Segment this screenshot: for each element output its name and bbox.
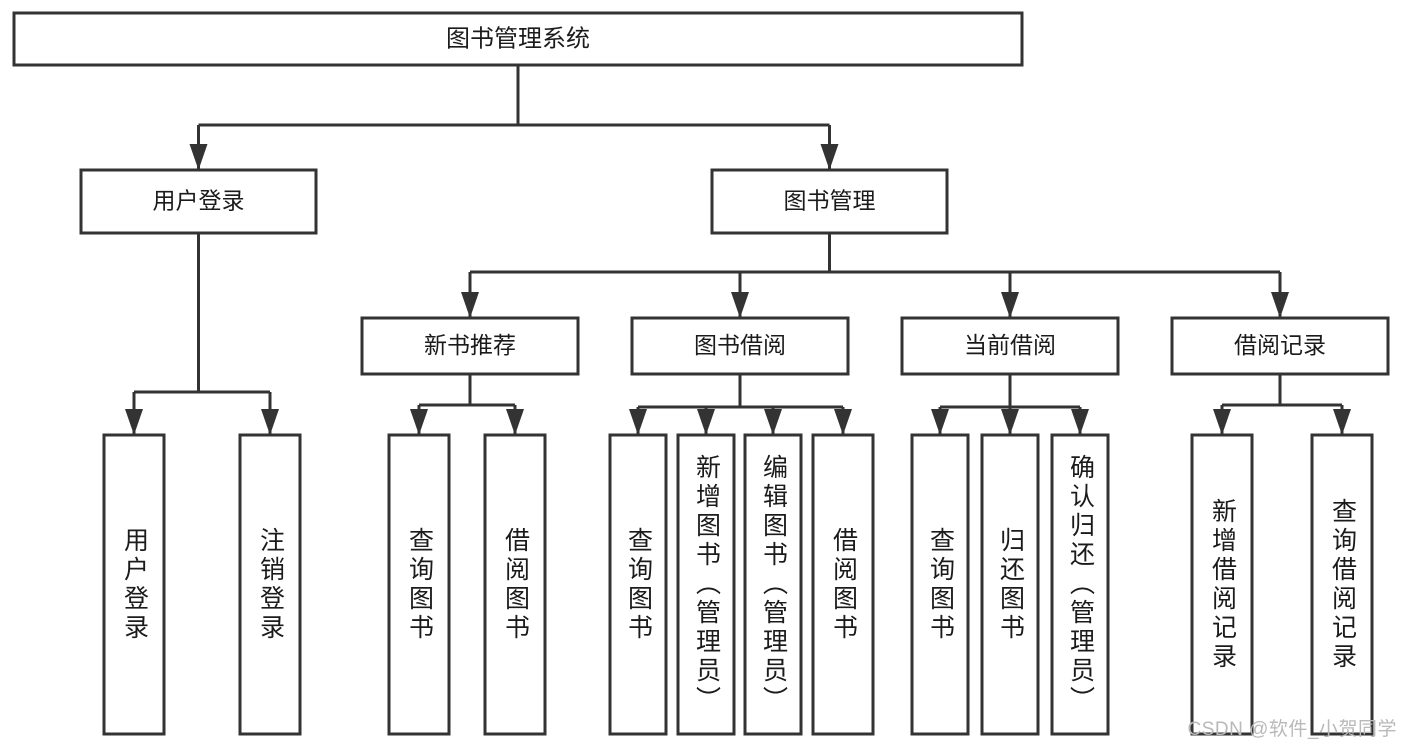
node-leaf-9[interactable] [980, 433, 1040, 736]
node-level3-label-0: 新书推荐 [424, 332, 516, 358]
root-arrowhead-1 [820, 144, 839, 170]
group-2-arrowhead-2 [764, 409, 782, 435]
group-1-arrowhead-0 [410, 409, 428, 435]
node-level3-2[interactable] [900, 316, 1120, 376]
node-leaf-6[interactable] [743, 433, 803, 736]
node-leaf-8[interactable] [910, 433, 970, 736]
node-leaf-5[interactable] [676, 433, 736, 736]
group-3-arrowhead-0 [931, 409, 949, 435]
node-leaf-0[interactable] [102, 433, 166, 736]
node-level3-label-2: 当前借阅 [964, 332, 1056, 358]
node-level2-label-1: 图书管理 [784, 188, 876, 214]
connector-layer [125, 65, 1351, 435]
node-level2-label-0: 用户登录 [153, 188, 245, 214]
csdn-watermark: CSDN @软件_小贺同学 [1187, 719, 1397, 740]
node-root[interactable] [12, 11, 1024, 67]
root-arrowhead-0 [189, 144, 208, 170]
node-level2-1[interactable] [710, 168, 949, 235]
node-leaf-11[interactable] [1190, 433, 1254, 736]
node-level2-0[interactable] [79, 168, 318, 235]
group-2-arrowhead-1 [697, 409, 715, 435]
book-mgmt-arrowhead-1 [731, 292, 749, 318]
node-level3-label-3: 借阅记录 [1234, 332, 1326, 358]
group-4-arrowhead-1 [1333, 409, 1351, 435]
node-leaf-4[interactable] [608, 433, 668, 736]
group-2-arrowhead-3 [834, 409, 852, 435]
node-leaf-1[interactable] [238, 433, 302, 736]
node-level3-0[interactable] [360, 316, 580, 376]
group-2-arrowhead-0 [629, 409, 647, 435]
node-level3-label-1: 图书借阅 [694, 332, 786, 358]
group-3-arrowhead-2 [1071, 409, 1089, 435]
node-level3-1[interactable] [630, 316, 850, 376]
node-leaf-3[interactable] [483, 433, 547, 736]
group-0-arrowhead-1 [261, 409, 279, 435]
group-1-arrowhead-1 [506, 409, 524, 435]
group-4-arrowhead-0 [1213, 409, 1231, 435]
node-root-label: 图书管理系统 [446, 25, 590, 52]
node-leaf-10[interactable] [1050, 433, 1110, 736]
node-leaf-12[interactable] [1310, 433, 1374, 736]
box-layer [12, 11, 1390, 736]
node-level3-3[interactable] [1170, 316, 1390, 376]
node-leaf-7[interactable] [811, 433, 875, 736]
book-mgmt-arrowhead-3 [1271, 292, 1289, 318]
group-3-arrowhead-1 [1001, 409, 1019, 435]
book-mgmt-arrowhead-0 [461, 292, 479, 318]
group-0-arrowhead-0 [125, 409, 143, 435]
node-leaf-2[interactable] [387, 433, 451, 736]
book-mgmt-arrowhead-2 [1001, 292, 1019, 318]
